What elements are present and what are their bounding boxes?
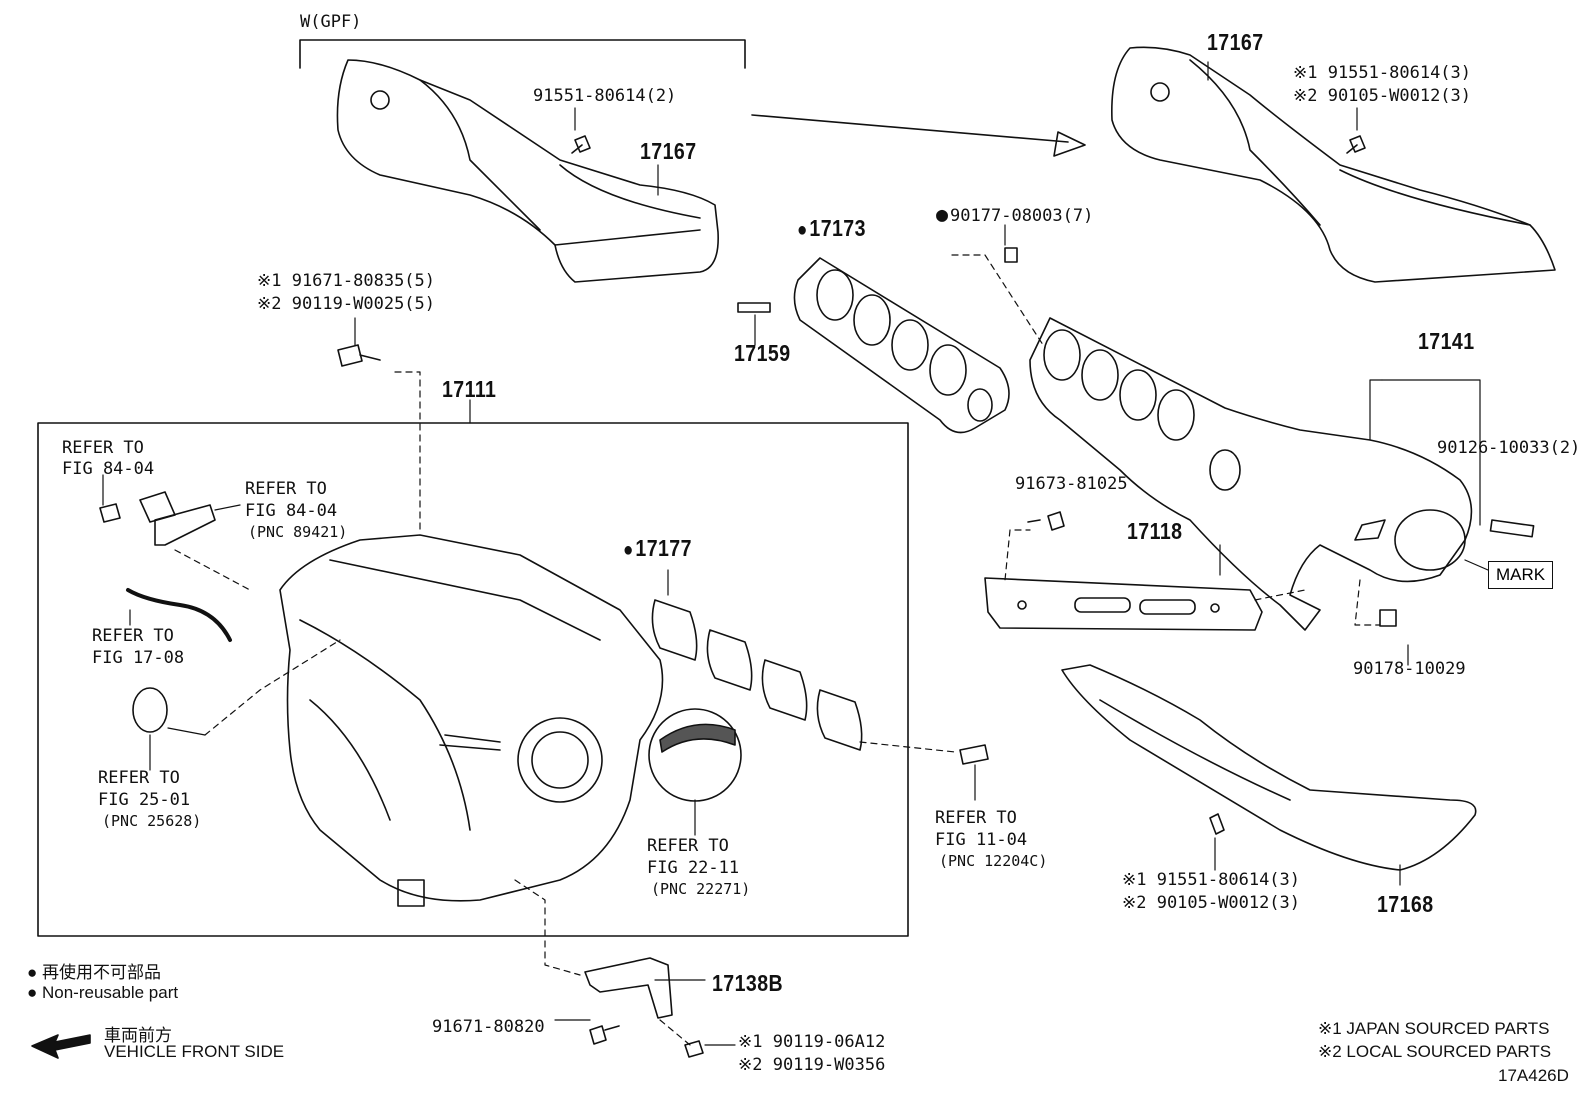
refer-11-04-line1: REFER TO <box>935 808 1017 828</box>
legend-nonreusable-jp-text: 再使用不可部品 <box>42 963 161 982</box>
bolt-91671-5: ※1 91671-80835(5) <box>257 271 436 291</box>
diagram-code: 17A426D <box>1498 1066 1569 1085</box>
footnote-local: ※2 LOCAL SOURCED PARTS <box>1318 1042 1552 1061</box>
refer-84-04-b-line2: FIG 84-04 <box>245 501 338 521</box>
part-17141: 17141 <box>1418 328 1475 354</box>
footnote-japan: ※1 JAPAN SOURCED PARTS <box>1318 1019 1550 1038</box>
bolt-91551-3-right: ※1 91551-80614(3) <box>1293 63 1472 83</box>
intake-manifold-body <box>279 534 664 907</box>
bolt-90119-5: ※2 90119-W0025(5) <box>257 294 436 314</box>
refer-17-08-line1: REFER TO <box>92 626 174 646</box>
part-17138b: 17138B <box>712 970 784 996</box>
label-w-gpf: W(GPF) <box>300 12 362 32</box>
part-17177: 17177 <box>623 537 692 560</box>
part-17159: 17159 <box>734 340 791 366</box>
throttle-gasket <box>648 708 742 802</box>
heat-insulator-lower <box>1061 664 1477 871</box>
part-17167-left: 17167 <box>640 138 697 164</box>
leader-lines <box>102 61 1489 1046</box>
bolt-90105-3-right: ※2 90105-W0012(3) <box>1293 86 1472 106</box>
manifold-stay <box>984 577 1263 631</box>
bolt-90105-3-lower: ※2 90105-W0012(3) <box>1122 893 1301 913</box>
bolt-91551-2: 91551-80614(2) <box>533 86 677 106</box>
intake-manifold-frame <box>37 422 909 937</box>
legend-nonreusable-jp: ● 再使用不可部品 <box>27 963 161 982</box>
nut-90178: 90178-10029 <box>1353 659 1466 679</box>
bolt-91673: 91673-81025 <box>1015 474 1128 494</box>
refer-84-04-a-line1: REFER TO <box>62 438 144 458</box>
refer-17-08-line2: FIG 17-08 <box>92 648 185 668</box>
nut-90177: 90177-08003(7) <box>936 204 1093 225</box>
legend-nonreusable-en-text: Non-reusable part <box>42 983 179 1002</box>
refer-22-11-line3: (PNC 22271) <box>651 880 751 898</box>
legend-nonreusable-en: ● Non-reusable part <box>27 983 179 1002</box>
front-arrow <box>31 1034 91 1059</box>
bolt-91671-80820: 91671-80820 <box>432 1017 545 1037</box>
intake-gasket <box>651 599 863 751</box>
stud-90126 <box>1489 519 1535 538</box>
part-17168: 17168 <box>1377 891 1434 917</box>
stud-90126: 90126-10033(2) <box>1437 438 1581 458</box>
part-17167-right: 17167 <box>1207 29 1264 55</box>
refer-84-04-b-line3: (PNC 89421) <box>248 523 348 541</box>
legend-front-en: VEHICLE FRONT SIDE <box>104 1042 285 1061</box>
o-ring <box>132 687 168 733</box>
refer-25-01-line1: REFER TO <box>98 768 180 788</box>
legend-front-jp: 車両前方 <box>104 1026 172 1045</box>
variant-arrow <box>751 114 1086 157</box>
part-17173: 17173 <box>797 217 866 240</box>
refer-11-04-line2: FIG 11-04 <box>935 830 1028 850</box>
exhaust-gasket <box>793 257 1010 434</box>
refer-22-11-line2: FIG 22-11 <box>647 858 740 878</box>
part-17111: 17111 <box>442 376 497 402</box>
intake-bracket <box>584 957 673 1019</box>
refer-22-11-line1: REFER TO <box>647 836 729 856</box>
fasteners <box>99 135 1397 1058</box>
gpf-bracket <box>299 39 746 69</box>
mark-label: MARK <box>1488 561 1554 589</box>
refer-84-04-a-line2: FIG 84-04 <box>62 459 155 479</box>
exhaust-manifold <box>1029 317 1473 631</box>
part-17118: 17118 <box>1127 518 1183 544</box>
refer-11-04-line3: (PNC 12204C) <box>939 852 1048 870</box>
refer-25-01-line3: (PNC 25628) <box>102 812 202 830</box>
bolt-90119-w0356: ※2 90119-W0356 <box>738 1055 886 1075</box>
bolt-90119-06a12: ※1 90119-06A12 <box>738 1032 886 1052</box>
bolt-91551-3-lower: ※1 91551-80614(3) <box>1122 870 1301 890</box>
sensor-bracket <box>139 491 216 546</box>
hose <box>126 588 232 642</box>
heat-insulator-right <box>1111 46 1556 283</box>
heat-insulator-left <box>336 59 719 283</box>
refer-25-01-line2: FIG 25-01 <box>98 790 191 810</box>
refer-84-04-b-line1: REFER TO <box>245 479 327 499</box>
